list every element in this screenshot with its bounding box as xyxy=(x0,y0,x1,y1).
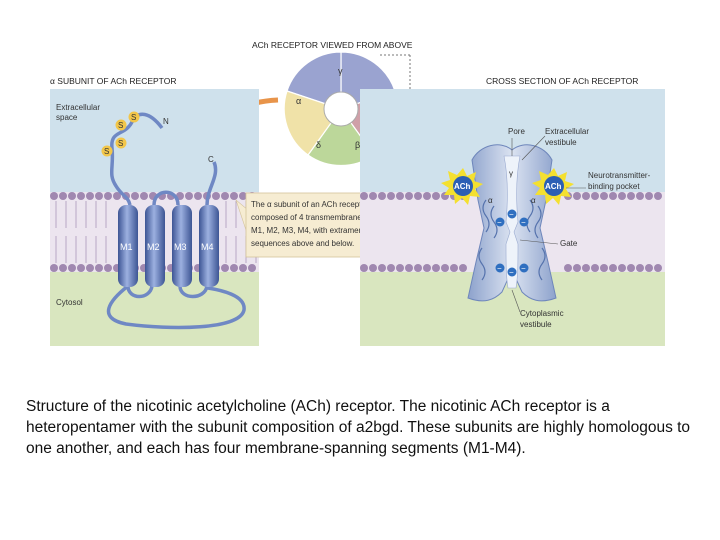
helix-label-m2: M2 xyxy=(147,242,160,252)
cross-label-alpha-left: α xyxy=(488,196,493,205)
n-terminus-label: N xyxy=(163,117,169,126)
helix-label-m3: M3 xyxy=(174,242,187,252)
figure-caption: Structure of the nicotinic acetylcholine… xyxy=(26,398,691,457)
negative-charges: − − − − − − xyxy=(495,209,529,277)
left-panel-title: α SUBUNIT OF ACh RECEPTOR xyxy=(50,76,176,86)
extracellular-vestibule-line2: vestibule xyxy=(545,138,577,147)
central-pore xyxy=(323,91,359,127)
minus-sign: − xyxy=(497,264,502,273)
note-line-1: The α subunit of an ACh receptor is xyxy=(251,200,377,209)
extracellular-label-line2: space xyxy=(56,113,78,122)
binding-pocket-line2: binding pocket xyxy=(588,182,640,191)
cross-label-alpha-right: α xyxy=(531,196,536,205)
cytoplasmic-vestibule-line2: vestibule xyxy=(520,320,552,329)
disulfide-s-label: S xyxy=(118,139,123,148)
helix-label-m4: M4 xyxy=(201,242,214,252)
cross-section-panel: − − − − − − ACh ACh γ α α Pore xyxy=(360,89,665,346)
note-line-2: composed of 4 transmembrane regions, xyxy=(251,213,392,222)
helix-m1 xyxy=(118,205,138,287)
polypeptide-chain xyxy=(106,112,246,330)
ach-molecule-right: ACh xyxy=(532,168,574,205)
wheel-label-gamma: γ xyxy=(338,66,343,76)
gamma-subunit-segment-left xyxy=(286,51,342,110)
minus-sign: − xyxy=(521,264,526,273)
right-lipid-heads-bottom xyxy=(360,264,662,272)
note-line-3: M1, M2, M3, M4, with extramembrane xyxy=(251,226,386,235)
minus-sign: − xyxy=(497,218,502,227)
minus-sign: − xyxy=(509,210,514,219)
pore-lumen xyxy=(503,155,521,289)
disulfide-s-marker xyxy=(101,145,113,157)
disulfide-s-label: S xyxy=(131,113,136,122)
alpha-subunit-panel: M1 M2 M3 M4 S S S S Extracellular space … xyxy=(50,89,259,346)
helix-label-m1: M1 xyxy=(120,242,133,252)
disulfide-s-marker xyxy=(128,111,140,123)
helix-m3 xyxy=(172,205,192,287)
gate-label: Gate xyxy=(560,239,578,248)
wheel-label-beta: β xyxy=(355,140,360,150)
binding-pocket-line1: Neurotransmitter- xyxy=(588,171,651,180)
helix-m4 xyxy=(199,205,219,287)
leader-lines xyxy=(511,135,586,313)
ach-label: ACh xyxy=(545,182,562,191)
extracellular-label-line1: Extracellular xyxy=(56,103,100,112)
minus-sign: − xyxy=(521,218,526,227)
right-panel-title: CROSS SECTION OF ACh RECEPTOR xyxy=(486,76,638,86)
membrane-lipid-heads-top xyxy=(50,192,256,200)
cytoplasmic-vestibule-line1: Cytoplasmic xyxy=(520,309,564,318)
pore-label: Pore xyxy=(508,127,525,136)
disulfide-s-label: S xyxy=(118,121,123,130)
helix-m2 xyxy=(145,205,165,287)
subunit-ridges xyxy=(478,199,546,281)
wheel-label-alpha-left: α xyxy=(296,96,301,106)
extracellular-region xyxy=(50,89,259,192)
ach-receptor-figure: ACh RECEPTOR VIEWED FROM ABOVE α SUBUNIT… xyxy=(50,40,665,346)
note-line-4: sequences above and below. xyxy=(251,239,354,248)
ach-molecule-left: ACh xyxy=(441,168,483,205)
disulfide-s-marker xyxy=(115,137,127,149)
cross-label-gamma: γ xyxy=(509,169,513,178)
top-heading: ACh RECEPTOR VIEWED FROM ABOVE xyxy=(252,40,413,50)
wheel-label-delta: δ xyxy=(316,140,321,150)
cytosol-label: Cytosol xyxy=(56,298,83,307)
extracellular-vestibule-line1: Extracellular xyxy=(545,127,589,136)
minus-sign: − xyxy=(509,268,514,277)
disulfide-s-label: S xyxy=(104,147,109,156)
c-terminus-label: C xyxy=(208,155,214,164)
ach-label: ACh xyxy=(454,182,471,191)
disulfide-s-marker xyxy=(115,119,127,131)
